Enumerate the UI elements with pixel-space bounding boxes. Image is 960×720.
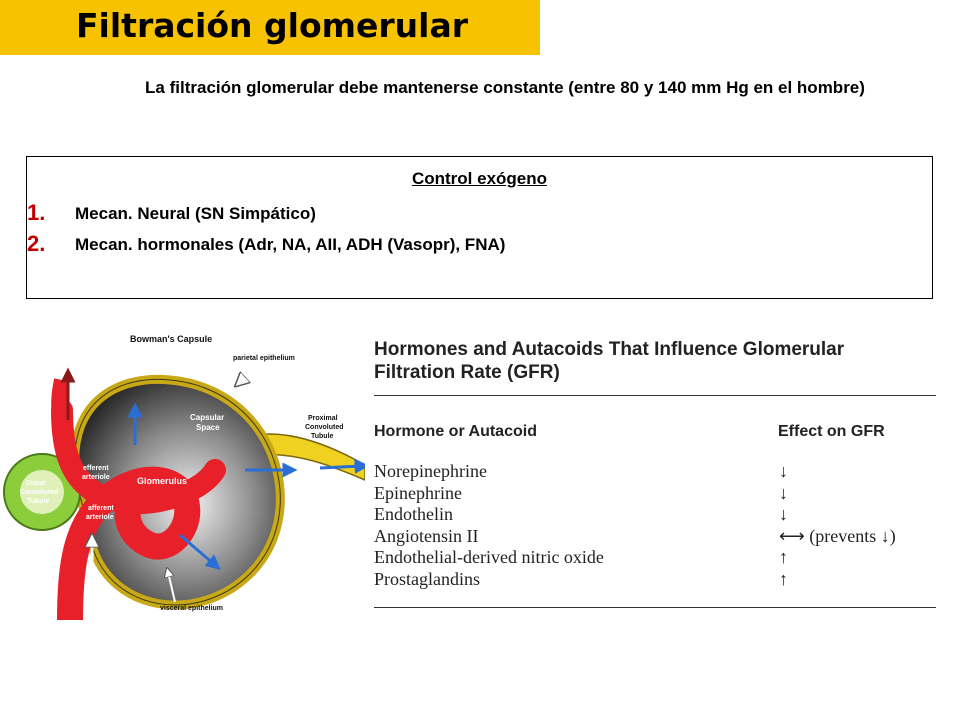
filtration-arrow bbox=[319, 458, 365, 474]
hormone-name: Endothelial-derived nitric oxide bbox=[374, 547, 604, 567]
gfr-effect: ⟷ (prevents ↓) bbox=[779, 525, 896, 546]
efferent-arteriole-label: efferent bbox=[83, 465, 109, 472]
efferent-arteriole bbox=[51, 399, 226, 515]
glomerulus-label: Glomerulus bbox=[137, 476, 187, 486]
afferent-arteriole-label: afferent bbox=[88, 505, 114, 512]
column-header-effect: Effect on GFR bbox=[778, 423, 885, 440]
table-row: Norepinephrine ↓ bbox=[374, 461, 788, 483]
distal-tubule-label: Distal bbox=[26, 480, 45, 487]
item-text: Mecan. Neural (SN Simpático) bbox=[75, 204, 316, 223]
item-number: 1. bbox=[27, 200, 46, 225]
title-banner bbox=[0, 0, 540, 55]
gfr-effect: ↑ bbox=[779, 547, 788, 567]
bowmans-capsule-label: Bowman's Capsule bbox=[130, 334, 212, 344]
table-row: Epinephrine ↓ bbox=[374, 482, 788, 505]
hormone-name: Epinephrine bbox=[374, 482, 462, 503]
item-text: Mecan. hormonales (Adr, NA, AII, ADH (Va… bbox=[75, 235, 506, 254]
table-rule bbox=[374, 607, 936, 608]
proximal-tubule-label: Proximal bbox=[308, 415, 338, 422]
control-box: Control exógeno 1. Mecan. Neural (SN Sim… bbox=[26, 156, 933, 299]
table-body: Norepinephrine ↓ Epinephrine ↓ Endothelin ↓… bbox=[374, 461, 896, 591]
afferent-arteriole-label: arteriole bbox=[86, 514, 114, 521]
table-row: Endothelin ↓ bbox=[374, 504, 788, 526]
hormone-name: Prostaglandins bbox=[374, 568, 480, 589]
table-row: Endothelial-derived nitric oxide ↑ bbox=[374, 547, 788, 569]
efferent-arteriole-label: arteriole bbox=[82, 474, 110, 481]
hormone-name: Endothelin bbox=[374, 504, 453, 524]
hormone-name: Angiotensin II bbox=[374, 525, 479, 546]
filtration-arrow bbox=[179, 533, 221, 570]
gfr-effect: ↓ bbox=[779, 504, 788, 524]
capsular-space-label: Space bbox=[196, 423, 220, 432]
visceral-epithelium-label: visceral epithelium bbox=[160, 605, 223, 612]
pointer-arrow bbox=[168, 572, 176, 603]
distal-tubule-label: Tubule bbox=[27, 498, 50, 505]
parietal-epithelium-label: parietal epithelium bbox=[233, 355, 295, 362]
hormone-name: Norepinephrine bbox=[374, 461, 487, 481]
table-rule bbox=[374, 395, 936, 396]
table-row: Angiotensin II ⟷ (prevents ↓) bbox=[374, 525, 896, 548]
control-heading: Control exógeno bbox=[411, 169, 548, 188]
page-title: Filtración glomerular bbox=[76, 6, 469, 45]
table-row: Prostaglandins ↑ bbox=[374, 568, 788, 591]
table-heading-line: Hormones and Autacoids That Influence Gl… bbox=[374, 339, 845, 360]
glomerulus-diagram: Bowman's Capsule parietal epithelium Cap… bbox=[3, 334, 365, 620]
gfr-effect: ↑ bbox=[779, 568, 788, 589]
distal-tubule-label: Convoluted bbox=[20, 489, 59, 496]
column-header-hormone: Hormone or Autacoid bbox=[374, 423, 537, 440]
table-heading-line: Filtration Rate (GFR) bbox=[374, 362, 560, 383]
gfr-effect: ↓ bbox=[779, 482, 788, 503]
gfr-table: Hormones and Autacoids That Influence Gl… bbox=[372, 330, 937, 620]
capsular-space-label: Capsular bbox=[190, 413, 224, 422]
gfr-effect: ↓ bbox=[779, 461, 788, 481]
proximal-tubule-label: Tubule bbox=[311, 433, 334, 440]
item-number: 2. bbox=[27, 231, 46, 256]
proximal-tubule-label: Convoluted bbox=[305, 424, 344, 431]
table-heading: Hormones and Autacoids That Influence Gl… bbox=[374, 338, 844, 384]
subtitle: La filtración glomerular debe mantenerse… bbox=[145, 78, 865, 97]
pointer-arrow bbox=[240, 360, 264, 382]
